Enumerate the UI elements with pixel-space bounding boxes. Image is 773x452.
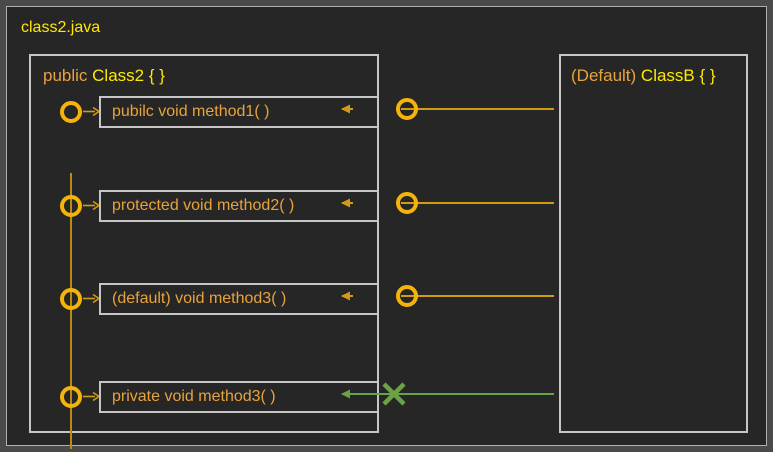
right-connector-method1[interactable]: [396, 98, 418, 120]
classb-name: ClassB { }: [640, 66, 716, 85]
classb-container: (Default) ClassB { }: [559, 54, 748, 433]
left-connector-method2[interactable]: [60, 195, 82, 217]
link-arrowhead-method2: [341, 198, 353, 208]
class2-container: public Class2 { } pubilc void method1( ): [29, 54, 379, 449]
class2-title: public Class2 { }: [43, 66, 165, 86]
method-box-4[interactable]: private void method3( ): [99, 381, 379, 413]
right-connector-method2[interactable]: [396, 192, 418, 214]
method-label-2: protected void method2( ): [112, 197, 295, 214]
method-label-1: pubilc void method1( ): [112, 103, 270, 120]
method-label-4: private void method3( ): [112, 388, 276, 405]
class2-modifier: public: [43, 66, 88, 85]
file-name-label: class2.java: [21, 19, 101, 36]
link-line-method2: [401, 202, 554, 204]
stub-arrow-method2: [83, 200, 101, 211]
method-box-1[interactable]: pubilc void method1( ): [99, 96, 379, 128]
left-spine-line: [70, 173, 72, 449]
classb-title: (Default) ClassB { }: [571, 66, 716, 86]
classb-modifier: (Default): [571, 66, 637, 85]
stub-arrow-method3: [83, 293, 101, 304]
link-line-method1: [401, 108, 554, 110]
file-panel: class2.java public Class2 { } pubilc voi…: [6, 6, 767, 449]
left-connector-method1[interactable]: [60, 101, 82, 123]
stub-arrow-method4: [83, 391, 101, 402]
stub-arrow-method1: [83, 106, 101, 117]
link-line-method4: [347, 393, 554, 395]
link-arrowhead-method4: [341, 389, 353, 399]
link-arrowhead-method1: [341, 104, 353, 114]
method-box-3[interactable]: (default) void method3( ): [99, 283, 379, 315]
left-connector-method3[interactable]: [60, 288, 82, 310]
blocked-access-x-icon: [382, 382, 406, 406]
left-connector-method4[interactable]: [60, 386, 82, 408]
link-line-method3: [401, 295, 554, 297]
method-label-3: (default) void method3( ): [112, 290, 287, 307]
method-box-2[interactable]: protected void method2( ): [99, 190, 379, 222]
class2-name: Class2 { }: [92, 66, 165, 85]
link-arrowhead-method3: [341, 291, 353, 301]
right-connector-method3[interactable]: [396, 285, 418, 307]
